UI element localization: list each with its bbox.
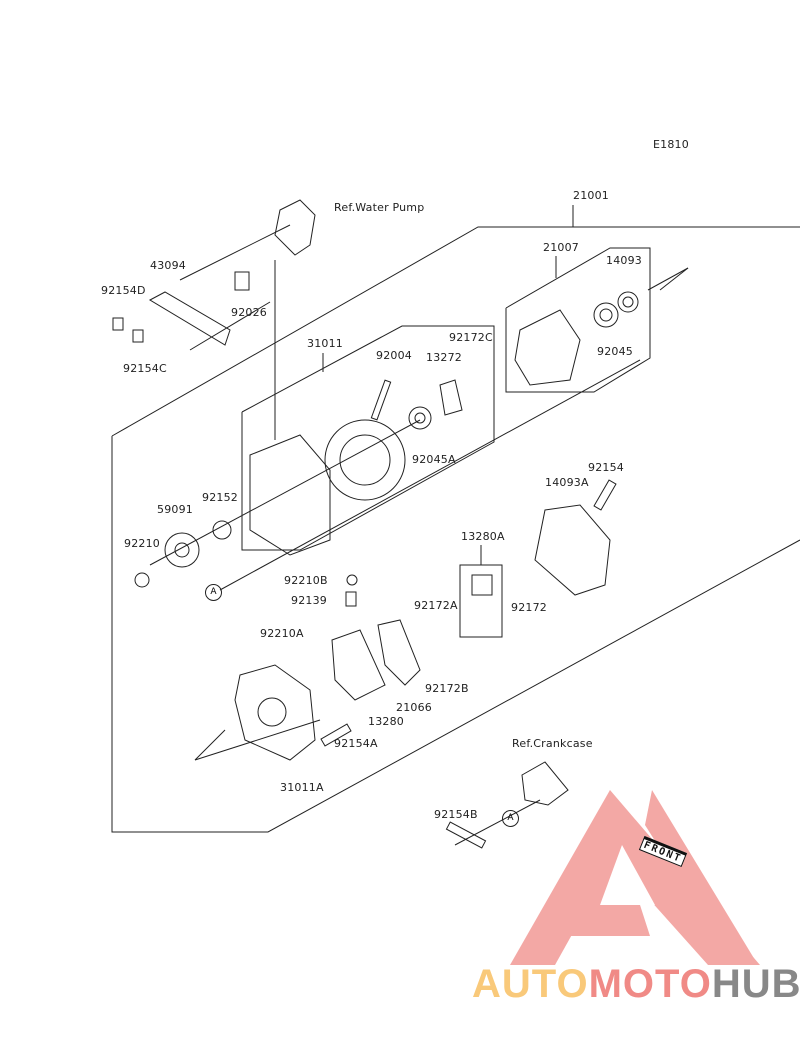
- bolt-92154B: [445, 821, 487, 849]
- part-label: 92154B: [434, 808, 478, 821]
- part-label: 92154C: [123, 362, 167, 375]
- rotor-21007: [514, 309, 581, 386]
- assembly-frame-13280A: [459, 564, 503, 638]
- part-label: 92172A: [414, 599, 458, 612]
- bearing-92045A: [408, 406, 432, 430]
- rear-cover-14093A: [534, 504, 611, 596]
- part-label: 13272: [426, 351, 462, 364]
- assembly-frame-31011: [241, 325, 495, 551]
- brush-holder-21066: [377, 619, 421, 686]
- plate-13272: [439, 379, 463, 416]
- bolt-92154A: [320, 723, 352, 747]
- diagram-code: E1810: [653, 138, 689, 151]
- regulator-13280A: [471, 574, 493, 596]
- part-label: 14093: [606, 254, 642, 267]
- part-label: 21007: [543, 241, 579, 254]
- assembly-frame-21001: [111, 226, 800, 437]
- part-label: 92172: [511, 601, 547, 614]
- part-label: 92045: [597, 345, 633, 358]
- part-label: 92210A: [260, 627, 304, 640]
- assembly-frame-21007: [505, 247, 651, 393]
- bearing-92045: [593, 302, 619, 328]
- collar-92139: [345, 591, 357, 607]
- brand-auto: AUTO: [472, 962, 589, 1006]
- brand-moto: MOTO: [588, 962, 712, 1006]
- part-label: 92154A: [334, 737, 378, 750]
- stator: [324, 419, 406, 501]
- part-label: 92210: [124, 537, 160, 550]
- part-label: 43094: [150, 259, 186, 272]
- collar-92152: [212, 520, 232, 540]
- part-label: 92152: [202, 491, 238, 504]
- part-label: 92045A: [412, 453, 456, 466]
- part-label: 13280A: [461, 530, 505, 543]
- part-label: 92004: [376, 349, 412, 362]
- bolt-92154C: [132, 329, 144, 343]
- part-label: 13280: [368, 715, 404, 728]
- part-label: 31011A: [280, 781, 324, 794]
- part-label: 31011: [307, 337, 343, 350]
- rear-housing-31011A: [234, 664, 316, 761]
- rectifier-13280: [331, 629, 386, 701]
- part-label: 92210B: [284, 574, 328, 587]
- brand-hub: HUB: [711, 962, 800, 1006]
- part-label: 59091: [157, 503, 193, 516]
- part-label: 92172C: [449, 331, 493, 344]
- part-label: 92154: [588, 461, 624, 474]
- nut-92210: [134, 572, 150, 588]
- pulley-59091: [164, 532, 200, 568]
- front-housing: [249, 434, 331, 556]
- part-label: 92139: [291, 594, 327, 607]
- stud-92004: [370, 379, 392, 421]
- water-pump-ref: [274, 199, 316, 256]
- collar-92026: [234, 271, 250, 291]
- part-label: 21001: [573, 189, 609, 202]
- ref-crankcase: Ref.Crankcase: [512, 737, 593, 750]
- crankcase-ref: [521, 761, 569, 806]
- nut-92210B: [346, 574, 358, 586]
- connector-marker-a: A: [502, 810, 519, 827]
- part-label: 92172B: [425, 682, 469, 695]
- ref-water-pump: Ref.Water Pump: [334, 201, 425, 214]
- part-label: 92026: [231, 306, 267, 319]
- bearing-14093: [617, 291, 639, 313]
- bolt-92154: [593, 479, 617, 511]
- part-label: 14093A: [545, 476, 589, 489]
- watermark-logo: [510, 790, 760, 965]
- part-label: 21066: [396, 701, 432, 714]
- bracket-43094: [148, 291, 231, 346]
- connector-marker-a: A: [205, 584, 222, 601]
- bolt-92154D: [112, 317, 124, 331]
- watermark-brand: AUTOMOTOHUB: [472, 962, 800, 1007]
- part-label: 92154D: [101, 284, 146, 297]
